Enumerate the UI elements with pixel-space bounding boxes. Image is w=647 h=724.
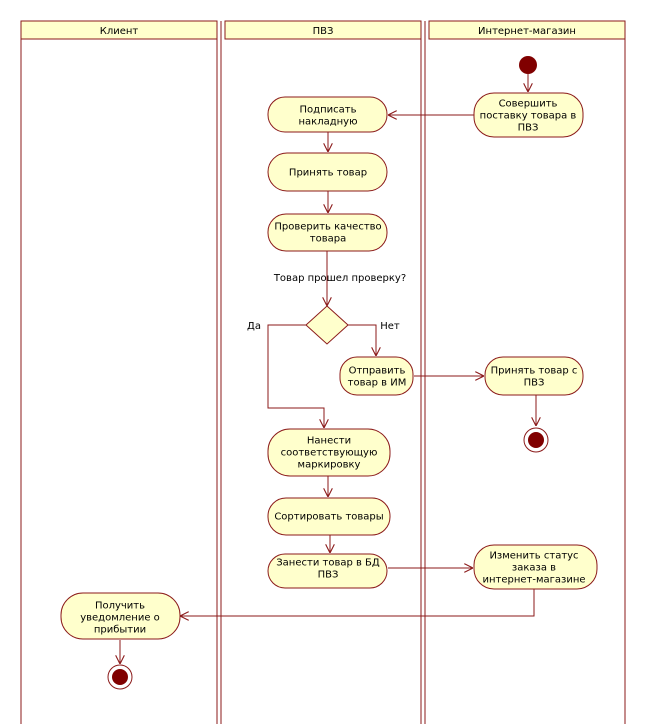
lane-separators bbox=[216, 21, 426, 724]
lane-client-title: Клиент bbox=[100, 26, 139, 37]
label-line: товара bbox=[310, 234, 346, 245]
label-line: Проверить качество bbox=[274, 222, 381, 233]
edge-decision-no-to-send bbox=[348, 324, 376, 356]
lane-pvz-title: ПВЗ bbox=[313, 26, 334, 37]
label-line: ПВЗ bbox=[318, 570, 339, 581]
swimlanes: Клиент ПВЗ Интернет-магазин bbox=[20, 20, 626, 724]
label-line: Нанести bbox=[307, 436, 351, 447]
label-line: товар в ИМ bbox=[348, 378, 407, 389]
label-line: Подписать bbox=[300, 105, 357, 116]
label-line: Изменить статус bbox=[489, 551, 578, 562]
label-line: Принять товар bbox=[289, 168, 367, 179]
label-line: Отправить bbox=[349, 366, 406, 377]
label-line: Сортировать товары bbox=[274, 512, 383, 523]
label-line: маркировку bbox=[298, 460, 361, 471]
activity-sort-goods: Сортировать товары bbox=[267, 497, 391, 536]
label-line: накладную bbox=[298, 117, 357, 128]
decision-question: Товар прошел проверку? bbox=[273, 273, 406, 284]
label-line: поставку товара в bbox=[480, 111, 577, 122]
activity-sort-goods-label: Сортировать товары bbox=[274, 512, 383, 523]
label-line: уведомление о bbox=[80, 613, 160, 624]
label-line: Совершить bbox=[499, 99, 558, 110]
decision-yes-label: Да bbox=[247, 321, 261, 332]
label-line: Занести товар в БД bbox=[276, 558, 380, 569]
label-line: соответствующую bbox=[281, 448, 378, 459]
edge-decision-yes-to-marking bbox=[267, 324, 324, 428]
label-line: ПВЗ bbox=[524, 378, 545, 389]
edge-status-to-notification bbox=[180, 589, 535, 616]
label-line: Принять товар с bbox=[491, 366, 578, 377]
activity-accept-goods-label: Принять товар bbox=[289, 168, 367, 179]
lane-shop-title: Интернет-магазин bbox=[478, 26, 576, 37]
activity-accept-goods: Принять товар bbox=[267, 152, 388, 192]
lane-pvz: ПВЗ bbox=[224, 20, 422, 40]
label-line: ПВЗ bbox=[518, 123, 539, 134]
label-line: прибытии bbox=[94, 625, 146, 636]
final-node-shop bbox=[523, 427, 549, 453]
decision-no-label: Нет bbox=[380, 321, 400, 332]
label-line: заказа в bbox=[512, 563, 556, 574]
label-line: Получить bbox=[95, 601, 145, 612]
final-node-client bbox=[107, 664, 133, 690]
decision-node bbox=[305, 305, 349, 345]
initial-node bbox=[519, 56, 537, 74]
edges bbox=[120, 74, 536, 664]
label-line: интернет-магазине bbox=[482, 575, 585, 586]
lane-shop: Интернет-магазин bbox=[428, 20, 626, 724]
